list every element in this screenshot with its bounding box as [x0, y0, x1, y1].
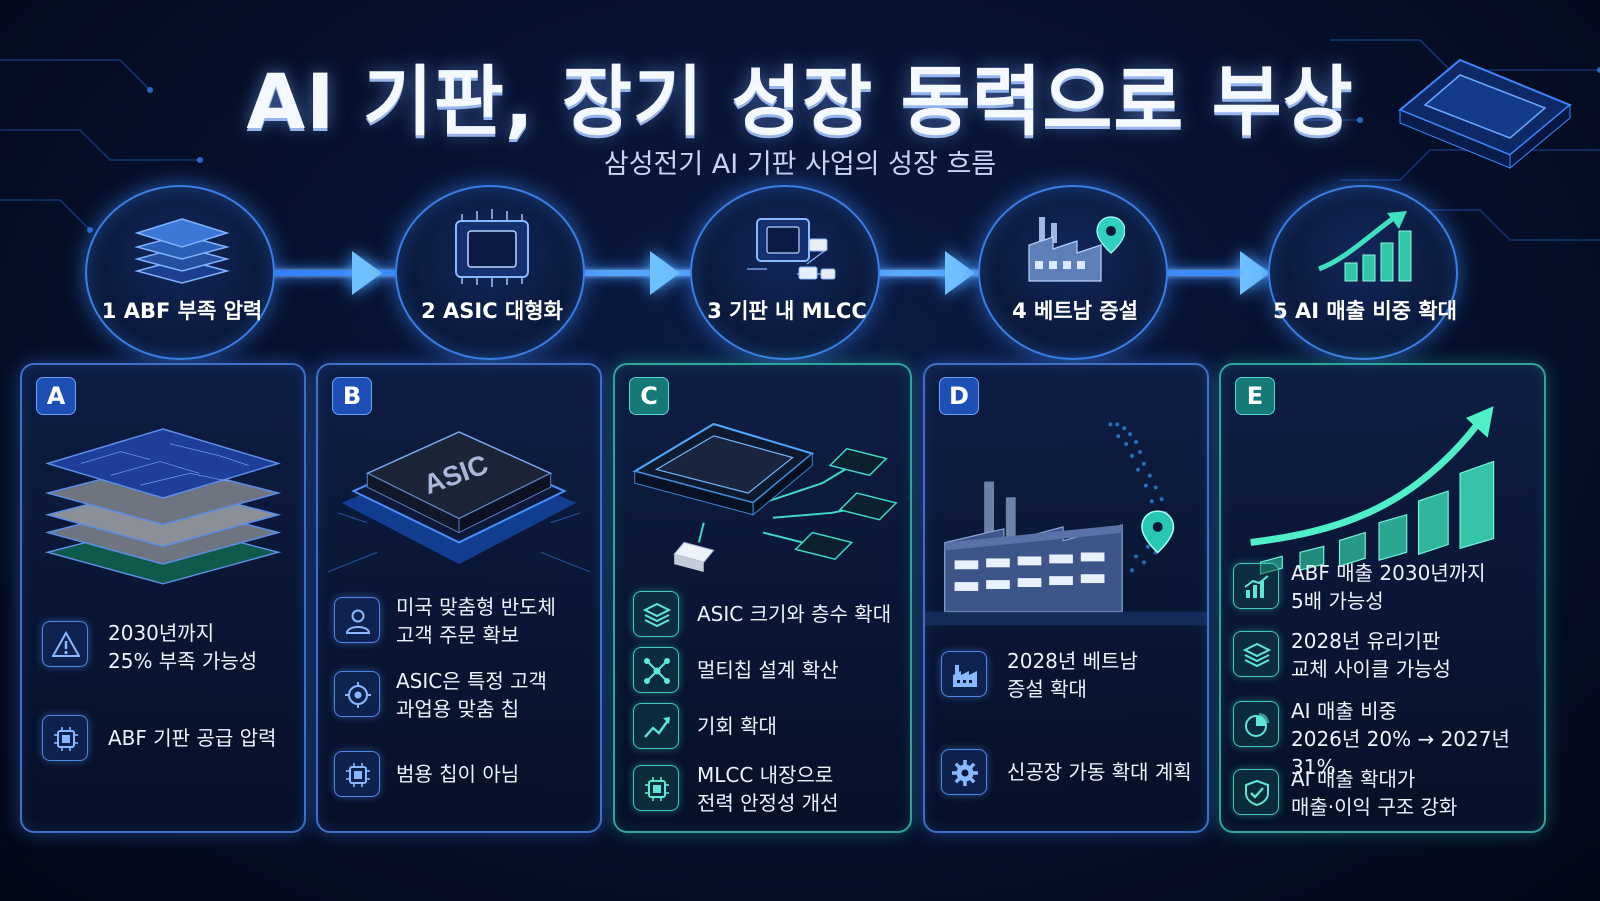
card-item-text: ASIC 크기와 층수 확대 [697, 602, 892, 626]
asic-chip-illustration: ASIC [327, 431, 591, 573]
card-badge: C [629, 377, 669, 415]
chip-icon [633, 765, 679, 811]
growth-bars-illustration [1250, 406, 1495, 575]
step-label: 2 ASIC 대형화 [421, 299, 563, 323]
substrate-stack-illustration [44, 428, 282, 585]
card-item-text: 신공장 가동 확대 계획 [1007, 760, 1192, 784]
card-item-text: 미국 맞춤형 반도체 고객 주문 확보 [396, 595, 556, 647]
card-badge: D [939, 377, 979, 415]
card-item-text: 멀티칩 설계 확산 [697, 658, 839, 682]
vietnam-factory-illustration [925, 422, 1207, 626]
step-2: 2 ASIC 대형화 [395, 185, 585, 360]
chip-mlcc-icon [747, 218, 836, 280]
step-label: 3 기판 내 MLCC [707, 299, 867, 323]
card-item-text: ASIC은 특정 고객 과업용 맞춤 칩 [396, 669, 547, 721]
card-item-text: ABF 매출 2030년까지 5배 가능성 [1291, 561, 1486, 613]
card-b: B ASIC 미국 맞춤형 반도체 고객 주문 확보 ASIC은 특정 고객 과… [316, 363, 602, 833]
flow-arrow-4 [1240, 251, 1270, 295]
user-icon [334, 597, 380, 643]
layers-icon [633, 591, 679, 637]
card-item-text: 범용 칩이 아님 [396, 762, 520, 786]
factory-icon [941, 651, 987, 697]
card-c: C ASIC 크기와 층수 확대 멀티칩 설계 확산 기회 확대 [613, 363, 912, 833]
network-icon [633, 647, 679, 693]
multichip-mlcc-illustration [632, 422, 898, 572]
card-a: A 2030년까지 25% 부족 가능성 ABF 기판 공급 압력 [20, 363, 306, 833]
step-label: 1 ABF 부족 압력 [101, 299, 263, 323]
page-title: AI 기판, 장기 성장 동력으로 부상 [246, 57, 1354, 146]
card-badge: E [1235, 377, 1275, 415]
card-badge: A [36, 377, 76, 415]
flow-arrow-3 [945, 251, 975, 295]
step-5: 5 AI 매출 비중 확대 [1268, 185, 1458, 360]
layers-icon [1233, 631, 1279, 677]
page-subtitle: 삼성전기 AI 기판 사업의 성장 흐름 [603, 149, 997, 180]
card-item-text: MLCC 내장으로 전력 안정성 개선 [697, 763, 839, 815]
bar-chart-icon [1233, 563, 1279, 609]
factory-location-icon [1028, 216, 1125, 282]
flow-arrow-2 [650, 251, 680, 295]
chip-icon [42, 715, 88, 761]
card-item-text: ABF 기판 공급 압력 [108, 726, 277, 750]
card-e: E ABF 매출 2030년까지 5배 가능성 2028년 유리기판 교체 사이… [1219, 363, 1546, 833]
step-1: 1 ABF 부족 압력 [85, 185, 275, 360]
step-label: 4 베트남 증설 [1012, 299, 1138, 323]
flow-arrow-1 [352, 251, 382, 295]
pie-chart-icon [1233, 701, 1279, 747]
substrate-layers-icon [134, 218, 230, 284]
trend-icon [633, 703, 679, 749]
card-item-text: AI 매출 확대가 매출·이익 구조 강화 [1291, 767, 1458, 819]
growth-chart-icon [1318, 211, 1412, 282]
step-3: 3 기판 내 MLCC [690, 185, 880, 360]
card-item-text: 2030년까지 25% 부족 가능성 [108, 621, 258, 673]
warning-icon [42, 621, 88, 667]
step-label: 5 AI 매출 비중 확대 [1273, 299, 1457, 323]
card-item-text: 기회 확대 [697, 714, 777, 738]
card-badge: B [332, 377, 372, 415]
step-4: 4 베트남 증설 [978, 185, 1168, 360]
card-item-text: 2028년 유리기판 교체 사이클 가능성 [1291, 629, 1451, 681]
gear-icon [941, 749, 987, 795]
shield-icon [1233, 769, 1279, 815]
target-icon [334, 671, 380, 717]
card-item-text: 2028년 베트남 증설 확대 [1007, 649, 1138, 701]
chip-icon [334, 751, 380, 797]
card-d: D 2028년 베트남 증설 확대 신공장 가동 확대 계획 [923, 363, 1209, 833]
chip-icon [455, 209, 529, 287]
card-item-text: AI 매출 비중 2026년 20% → 2027년 31% [1291, 699, 1510, 779]
